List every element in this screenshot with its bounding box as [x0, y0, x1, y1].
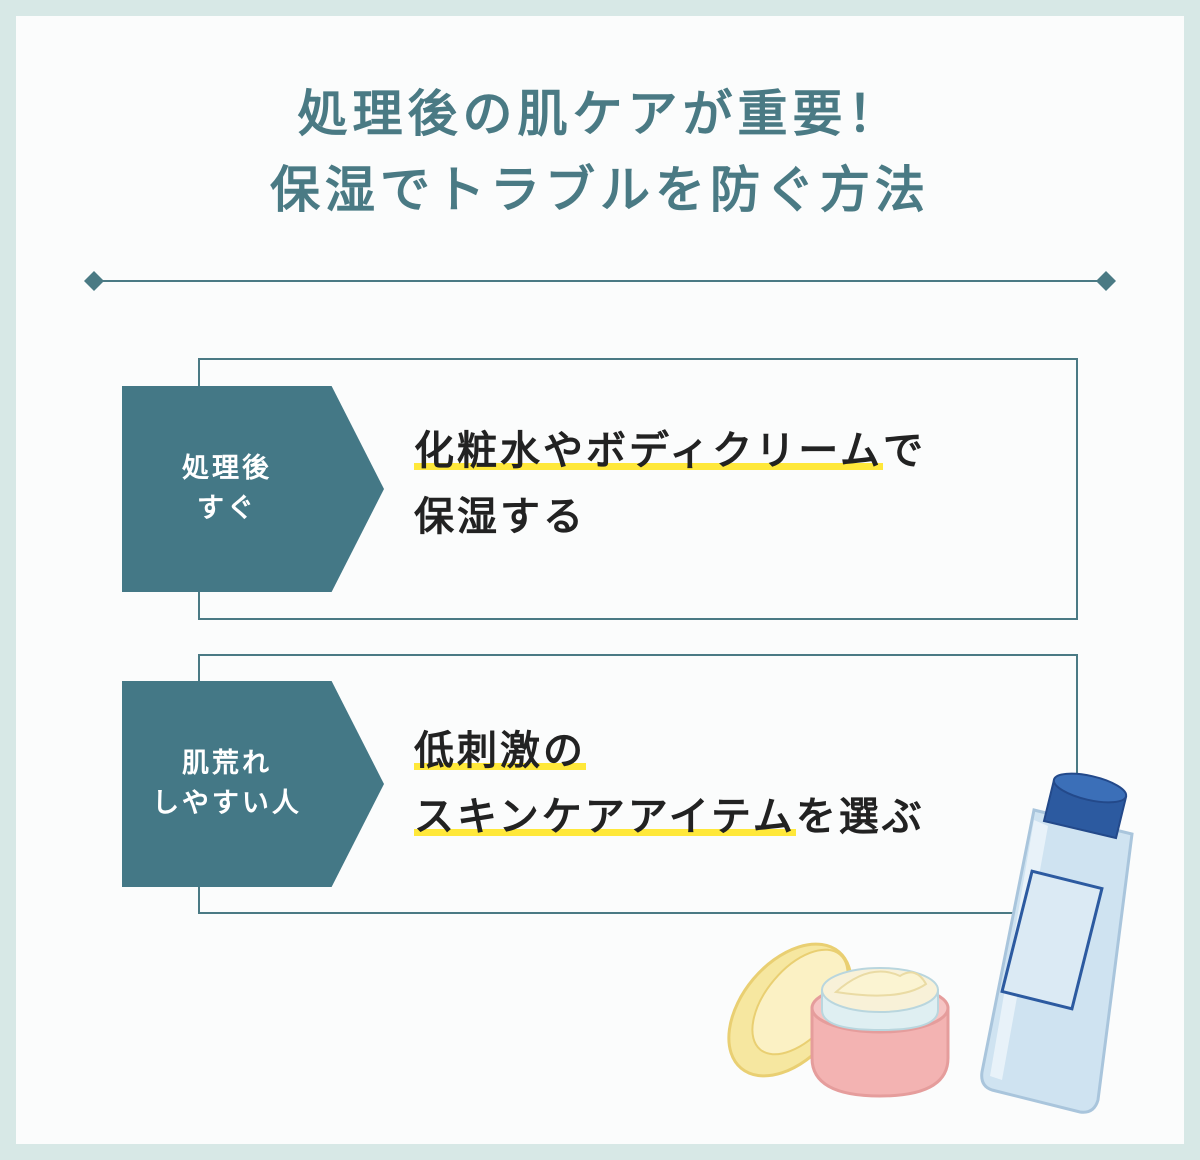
- tip-tag-1-line-2: すぐ: [197, 493, 257, 524]
- title-line-2: 保湿でトラブルを防ぐ方法: [270, 161, 930, 219]
- tip-text-2-line-1: 低刺激の: [414, 718, 925, 784]
- divider-diamond-right: [1096, 271, 1116, 291]
- skincare-illustration: [727, 772, 1134, 1114]
- tip-box-1: [198, 358, 1078, 620]
- divider-diamond-left: [84, 271, 104, 291]
- page-title: 処理後の肌ケアが重要！ 保湿でトラブルを防ぐ方法: [0, 76, 1200, 228]
- tip-text-1: 化粧水やボディクリームで 保湿する: [414, 418, 926, 550]
- cream-jar-icon: [810, 967, 950, 1098]
- lotion-bottle-icon: [980, 772, 1134, 1114]
- tip-tag-1: 処理後 すぐ: [122, 386, 384, 592]
- tip-text-2: 低刺激の スキンケアアイテムを選ぶ: [414, 718, 925, 850]
- tip-tag-2-line-1: 肌荒れ: [182, 748, 272, 779]
- tip-text-2-highlight-2: スキンケアアイテム: [414, 794, 796, 840]
- title-divider: [84, 271, 1116, 291]
- tip-text-1-line-2-rest: 保湿する: [414, 494, 586, 540]
- tip-tag-2: 肌荒れ しやすい人: [122, 681, 384, 887]
- tip-text-1-line-2: 保湿する: [414, 484, 926, 550]
- tip-text-2-line-2-rest: を選ぶ: [795, 794, 925, 840]
- tip-text-2-highlight-1: 低刺激の: [414, 728, 586, 774]
- tip-text-1-line-1: 化粧水やボディクリームで: [414, 418, 926, 484]
- tip-tag-2-line-2: しやすい人: [152, 788, 302, 819]
- tip-text-2-line-2: スキンケアアイテムを選ぶ: [414, 784, 925, 850]
- tip-tag-1-line-1: 処理後: [182, 453, 272, 484]
- tip-text-1-highlight: 化粧水やボディクリーム: [414, 428, 883, 474]
- title-line-1: 処理後の肌ケアが重要！: [297, 85, 903, 143]
- tip-text-1-line-1-rest: で: [883, 428, 926, 474]
